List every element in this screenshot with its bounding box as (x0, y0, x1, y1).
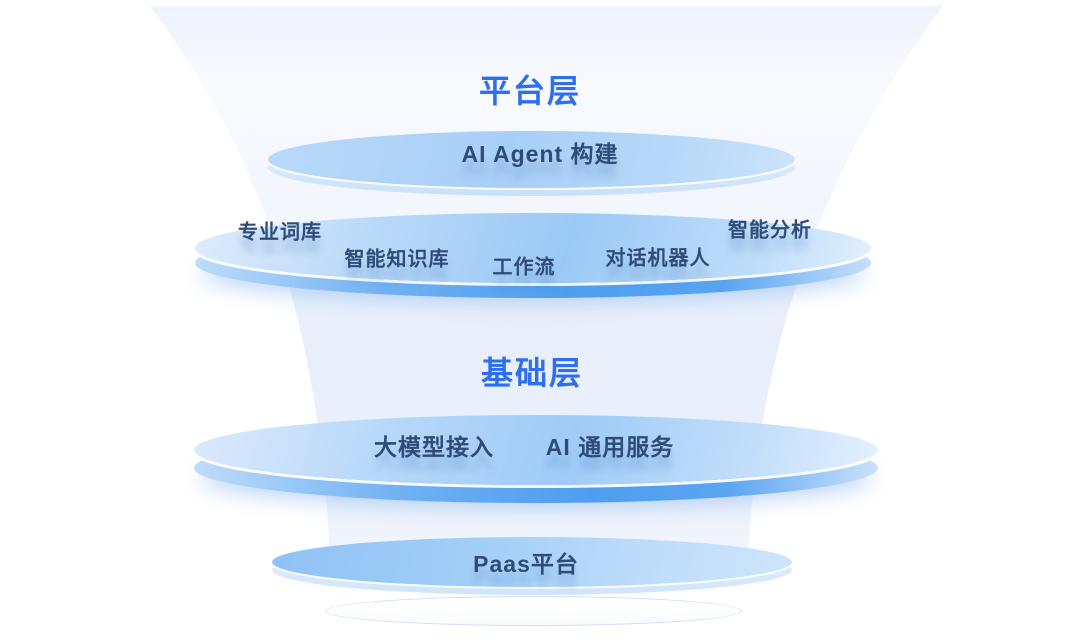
agent-ellipse-label: AI Agent 构建 (461, 141, 619, 167)
capability-label-knowledge-base: 智能知识库 (344, 248, 450, 271)
capability-disc (195, 213, 871, 283)
paas-ellipse-label: Paas平台 (473, 551, 579, 577)
capability-label-workflow: 工作流 (492, 256, 556, 279)
service-label-ai-general: AI 通用服务 (545, 434, 675, 460)
agent-ellipse (268, 131, 795, 188)
capability-label-analysis: 智能分析 (728, 219, 812, 242)
services-disc (194, 415, 878, 485)
platform-layer-title: 平台层 (478, 73, 582, 109)
service-label-llm-access: 大模型接入 (374, 434, 494, 460)
capability-label-chatbot: 对话机器人 (605, 247, 711, 270)
base-outline-ring (325, 596, 742, 626)
capability-label-lexicon: 专业词库 (238, 221, 322, 244)
paas-ellipse (272, 537, 792, 587)
foundation-layer-title: 基础层 (480, 355, 584, 391)
